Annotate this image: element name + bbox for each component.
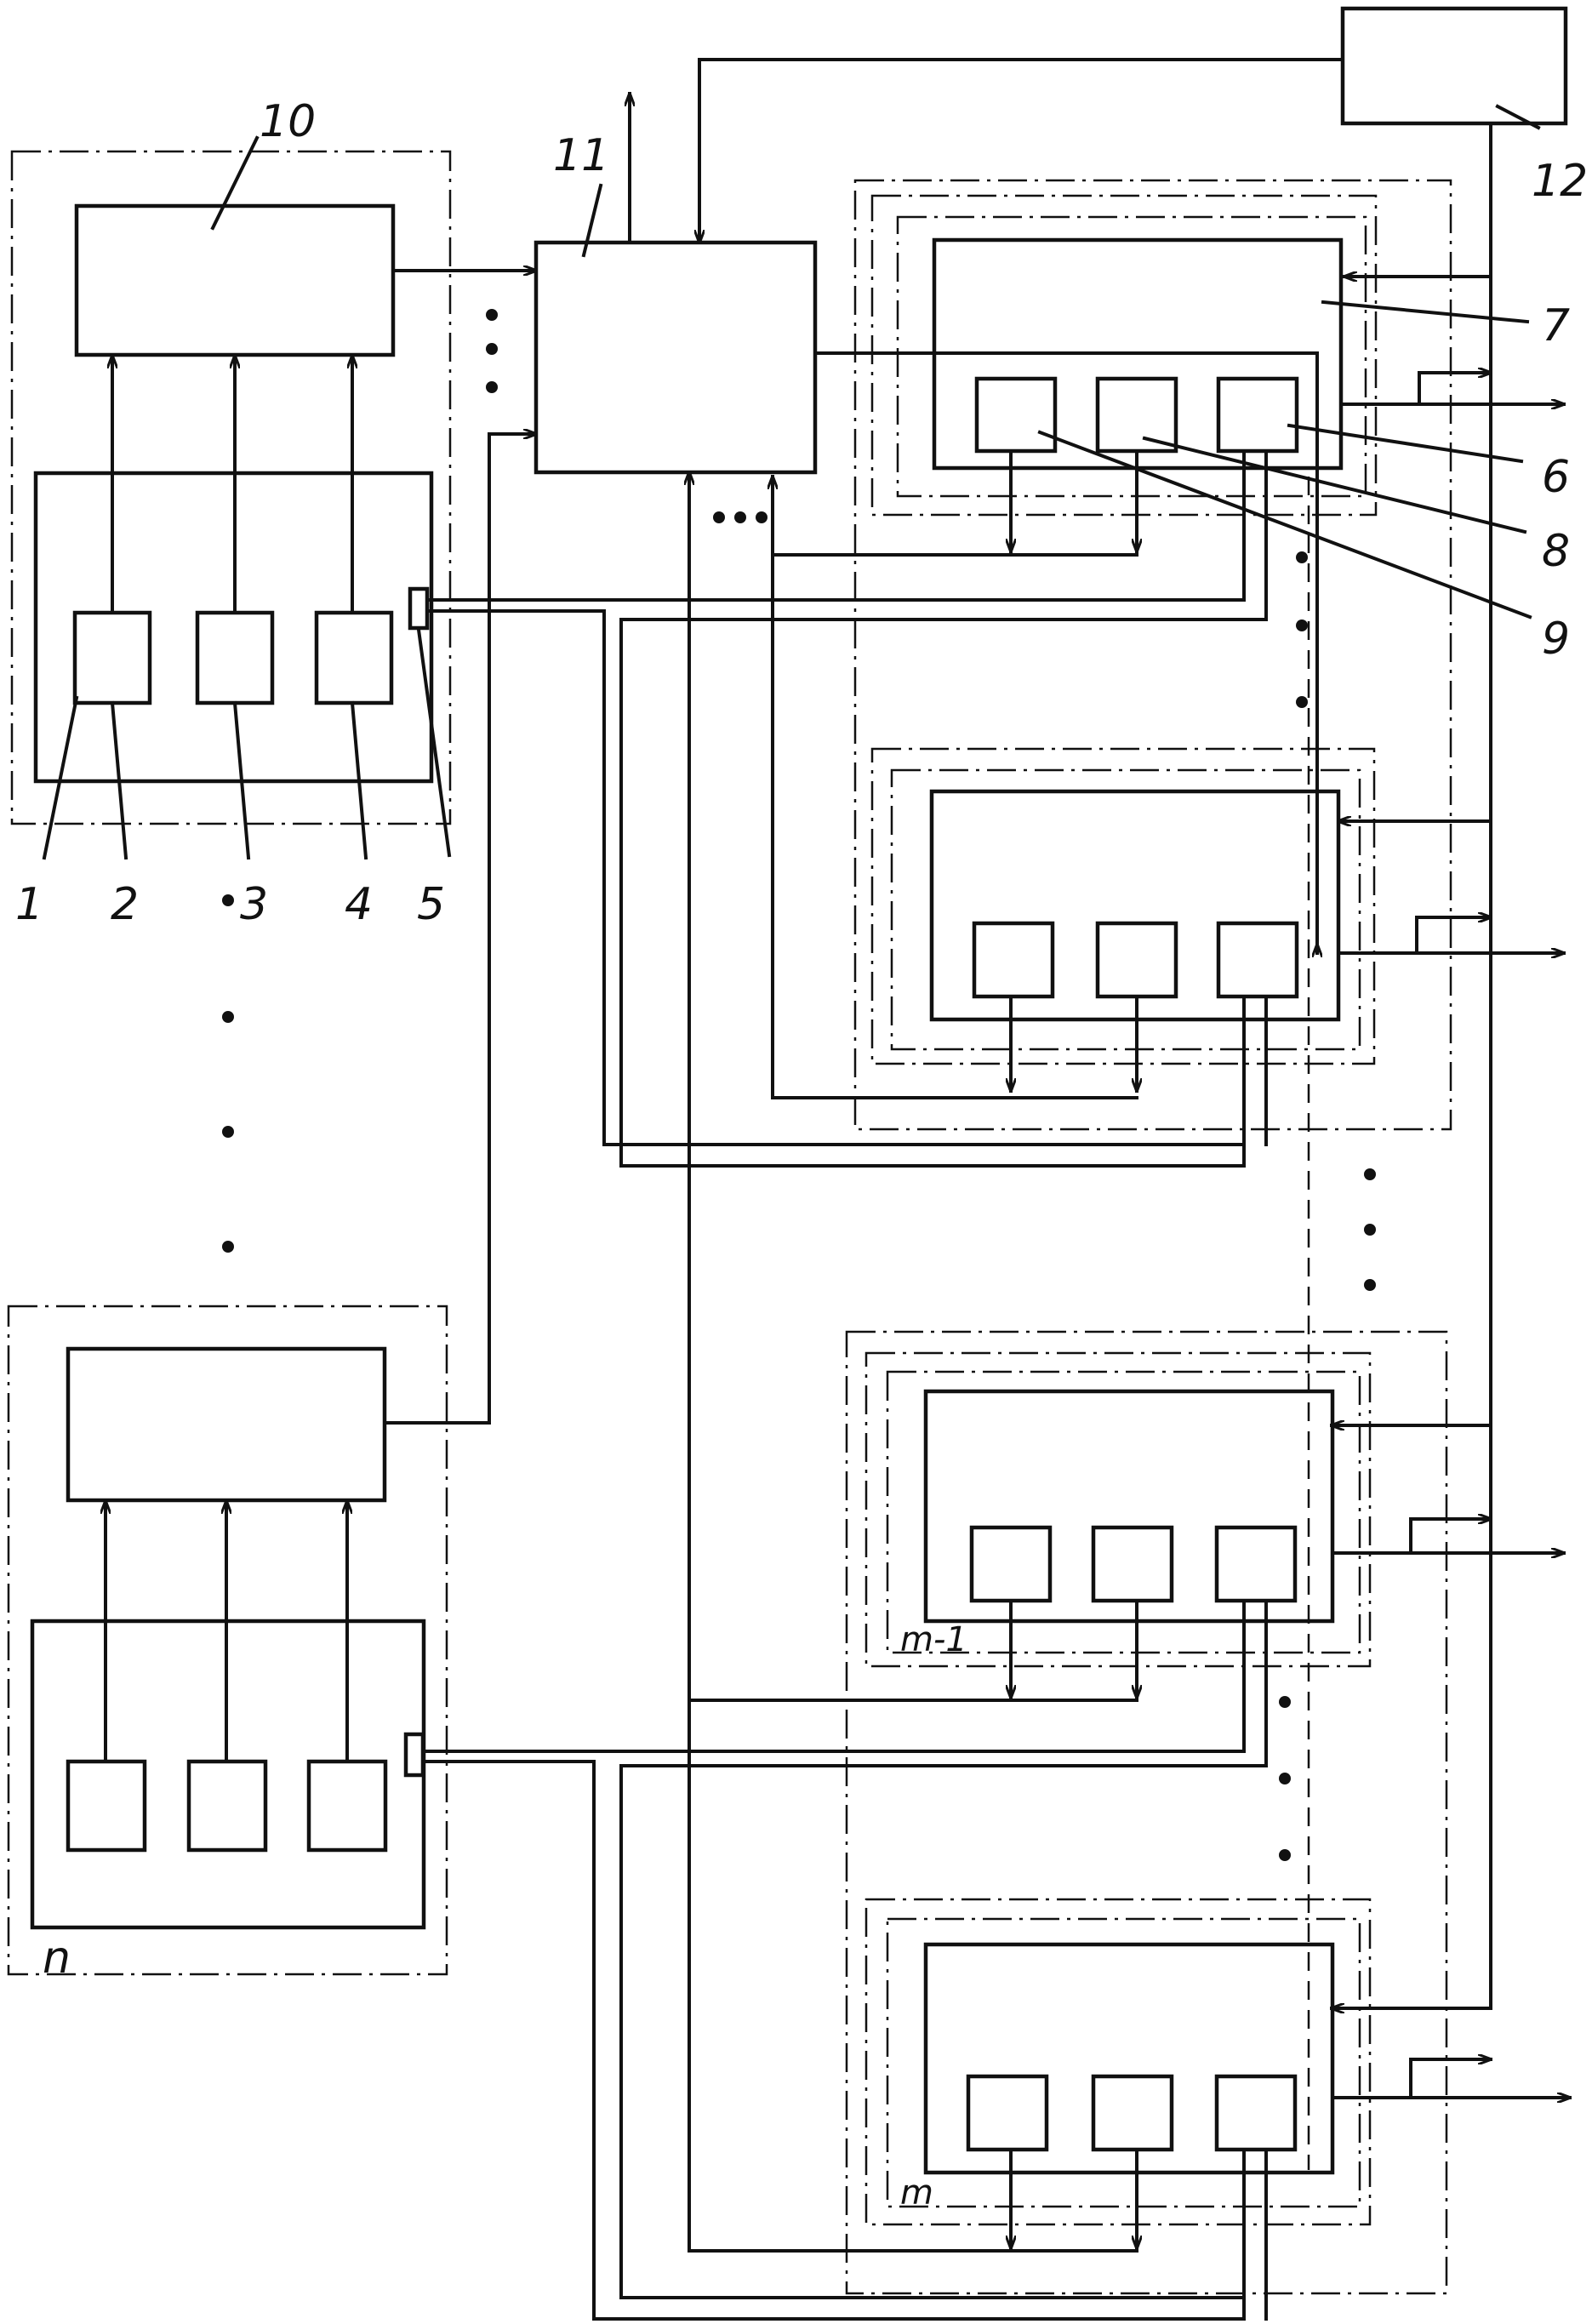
- block-7-m: [926, 1944, 1332, 2173]
- channel-1-inner2-boundary: [898, 217, 1366, 496]
- label-5: 5: [417, 879, 445, 930]
- block-11: [536, 243, 815, 472]
- block-6-2: [1218, 923, 1297, 996]
- group-ellipsis: [222, 894, 234, 1253]
- block-9-m1: [972, 1527, 1050, 1601]
- block-6-m1: [1217, 1527, 1295, 1601]
- label-m-1: m-1: [900, 1620, 967, 1659]
- block-3-n: [189, 1762, 265, 1850]
- label-n: n: [43, 1933, 71, 1984]
- block-8-m1: [1093, 1527, 1172, 1601]
- label-6: 6: [1542, 452, 1570, 503]
- channel-m1-inner2-boundary: [887, 1372, 1360, 1653]
- channel-2: [427, 477, 1564, 1145]
- block-7-m1: [926, 1391, 1332, 1621]
- channel-2-inner-boundary: [872, 749, 1374, 1064]
- block-6: [1218, 379, 1297, 451]
- block-9: [977, 379, 1055, 451]
- block-10-n: [68, 1349, 385, 1500]
- channel-m-inner-boundary: [866, 1899, 1370, 2224]
- label-7: 7: [1542, 300, 1570, 351]
- label-8: 8: [1542, 526, 1570, 577]
- block-12: [1343, 9, 1566, 123]
- block-7-2: [932, 791, 1338, 1019]
- label-3: 3: [240, 879, 268, 930]
- block-9-2: [974, 923, 1053, 996]
- central-block-11: [536, 60, 1343, 953]
- block-2: [75, 613, 150, 703]
- line-12-11: [699, 60, 1343, 243]
- block-10: [77, 206, 393, 355]
- label-2: 2: [111, 879, 139, 930]
- sensor-group-1: [12, 151, 536, 824]
- block-9-m: [968, 2076, 1047, 2150]
- block-5: [410, 589, 427, 628]
- label-4: 4: [345, 879, 373, 930]
- block-6-m: [1217, 2076, 1295, 2150]
- label-m: m: [900, 2173, 933, 2213]
- block-12-group: [1332, 9, 1566, 2008]
- channel-2-inner2-boundary: [892, 770, 1360, 1049]
- label-1: 1: [15, 879, 43, 930]
- reference-labels: 10 11 12 7 6 8 9 1 2 3 4 5 n m-1 m: [15, 96, 1588, 2213]
- input-ellipsis: [486, 309, 498, 393]
- label-12: 12: [1532, 156, 1588, 207]
- block-4: [317, 613, 391, 703]
- label-11: 11: [553, 130, 609, 181]
- block-8: [1098, 379, 1176, 451]
- block-4-n: [309, 1762, 385, 1850]
- channel-1-outer-boundary: [855, 180, 1451, 1129]
- block-3: [197, 613, 272, 703]
- block-5-n: [406, 1734, 423, 1775]
- channel-m-inner2-boundary: [887, 1919, 1360, 2207]
- label-10: 10: [260, 96, 316, 147]
- block-8-2: [1098, 923, 1176, 996]
- block-2-n: [68, 1762, 145, 1850]
- label-9: 9: [1542, 614, 1570, 665]
- block-8-m: [1093, 2076, 1172, 2150]
